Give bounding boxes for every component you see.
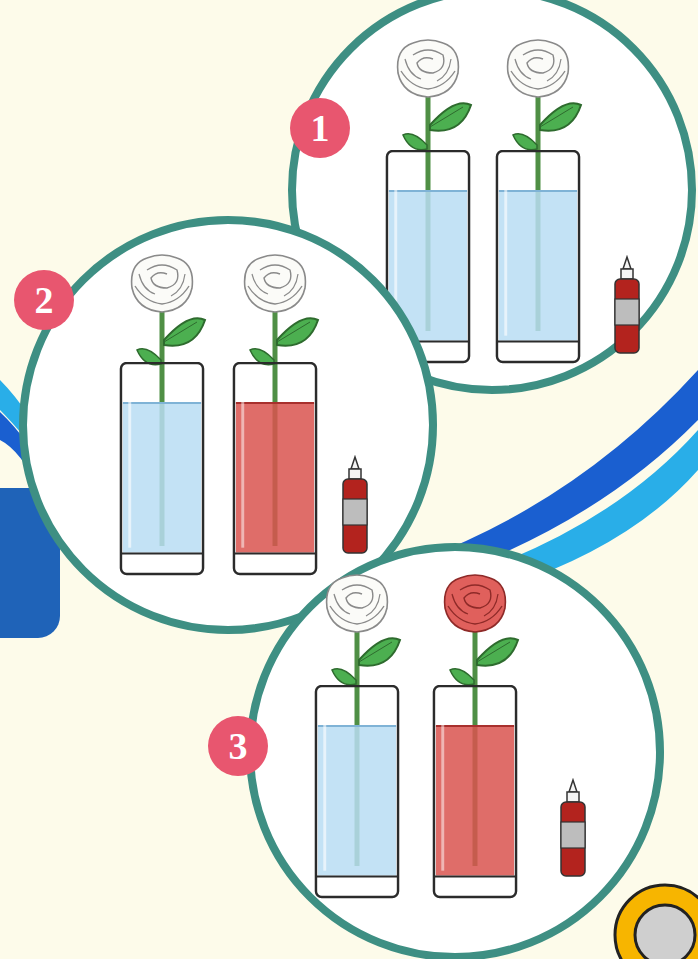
- step-number: 2: [35, 281, 54, 319]
- step-badge: 3: [208, 716, 268, 776]
- step-badge: 1: [290, 98, 350, 158]
- step-panel: [250, 547, 660, 957]
- step-badge: 2: [14, 270, 74, 330]
- step-number: 1: [311, 109, 330, 147]
- step-number: 3: [229, 727, 248, 765]
- corner-icon: [615, 885, 698, 959]
